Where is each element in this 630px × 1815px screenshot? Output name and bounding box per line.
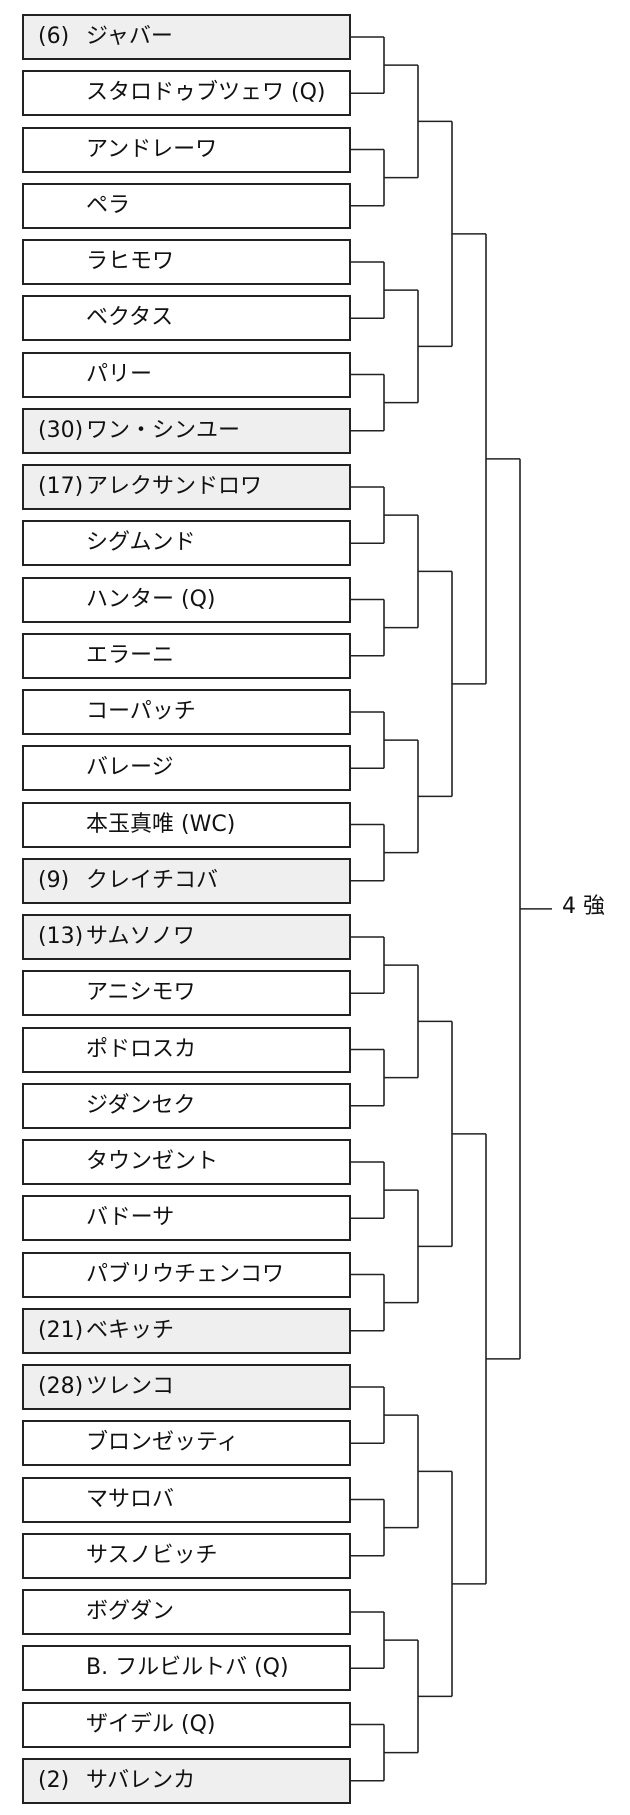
player-name: ベキッチ [86,1317,175,1343]
player-name: アレクサンドロワ [86,474,263,499]
player-name: ベクタス [86,305,174,331]
player-entry: B. フルビルトバ (Q) [22,1645,351,1692]
player-name: マサロバ [86,1486,175,1512]
player-name: パリー [86,361,153,387]
player-entry: マサロバ [22,1476,351,1523]
player-entry: パブリウチェンコワ [22,1251,351,1298]
player-entry: (21)ベキッチ [22,1307,351,1354]
player-name: ペラ [86,192,131,218]
player-name: シグムンド [86,530,196,556]
player-entry: (17)アレクサンドロワ [22,464,351,510]
player-seed: (2) [38,1767,70,1793]
player-name: ジャバー [86,24,173,49]
player-name: サバレンカ [86,1767,196,1793]
player-entry: ペラ [22,182,351,229]
player-name: クレイチコバ [86,867,219,893]
player-entry: サスノビッチ [22,1532,351,1579]
player-entry: ベクタス [22,295,351,342]
player-name: サスノビッチ [86,1542,218,1568]
player-name: ラヒモワ [86,249,175,274]
player-entry: ザイデル (Q) [22,1701,351,1748]
player-name: ハンター (Q) [86,586,216,612]
player-name: ジダンセク [86,1092,196,1118]
player-seed: (28) [38,1374,84,1399]
player-entry: ジダンセク [22,1082,351,1129]
player-name: ワン・シンユー [86,417,241,443]
player-name: 本玉真唯 (WC) [86,811,236,837]
player-name: B. フルビルトバ (Q) [86,1655,289,1681]
player-entry: アニシモワ [22,970,351,1017]
player-entry: バドーサ [22,1195,351,1242]
player-entry: ポドロスカ [22,1026,351,1073]
player-seed: (13) [38,924,84,949]
player-name: スタロドゥブツェワ (Q) [86,80,326,106]
player-entry: (2) サバレンカ [22,1757,351,1804]
player-entry: アンドレーワ [22,126,351,173]
player-entry: ブロンゼッティ [22,1420,351,1467]
final-label: 4 強 [562,894,605,919]
player-entry: ボグダン [22,1589,351,1635]
player-name: ツレンコ [86,1374,175,1399]
player-name: コーパッチ [86,699,196,724]
player-seed: (21) [38,1317,84,1343]
player-entry: コーパッチ [22,689,351,735]
player-seed: (30) [38,417,84,443]
player-seed: (17) [38,474,84,499]
player-name: アンドレーワ [86,136,218,162]
player-entry: (30)ワン・シンユー [22,407,351,454]
player-entry: スタロドゥブツェワ (Q) [22,70,351,117]
player-entry: (28)ツレンコ [22,1364,351,1410]
player-entry: (13)サムソノワ [22,914,351,960]
player-name: パブリウチェンコワ [86,1261,285,1287]
player-name: バドーサ [86,1205,175,1231]
player-entry: タウンゼント [22,1139,351,1185]
player-name: アニシモワ [86,980,196,1006]
player-name: ザイデル (Q) [86,1711,216,1737]
player-seed: (6) [38,24,70,49]
player-entry: エラーニ [22,632,351,679]
player-name: エラーニ [86,642,175,668]
player-entry: 本玉真唯 (WC) [22,801,351,848]
player-entry: バレージ [22,745,351,792]
player-entry: シグムンド [22,520,351,567]
player-name: ポドロスカ [86,1036,197,1062]
player-name: ブロンゼッティ [86,1430,239,1456]
player-entry: ラヒモワ [22,239,351,285]
player-seed: (9) [38,867,70,893]
player-name: バレージ [86,755,174,781]
player-entry: (6) ジャバー [22,14,351,60]
player-entry: パリー [22,351,351,398]
player-name: タウンゼント [86,1149,219,1174]
player-entry: (9) クレイチコバ [22,857,351,904]
player-entry: ハンター (Q) [22,576,351,623]
player-name: ボグダン [86,1599,175,1624]
player-name: サムソノワ [86,924,195,949]
